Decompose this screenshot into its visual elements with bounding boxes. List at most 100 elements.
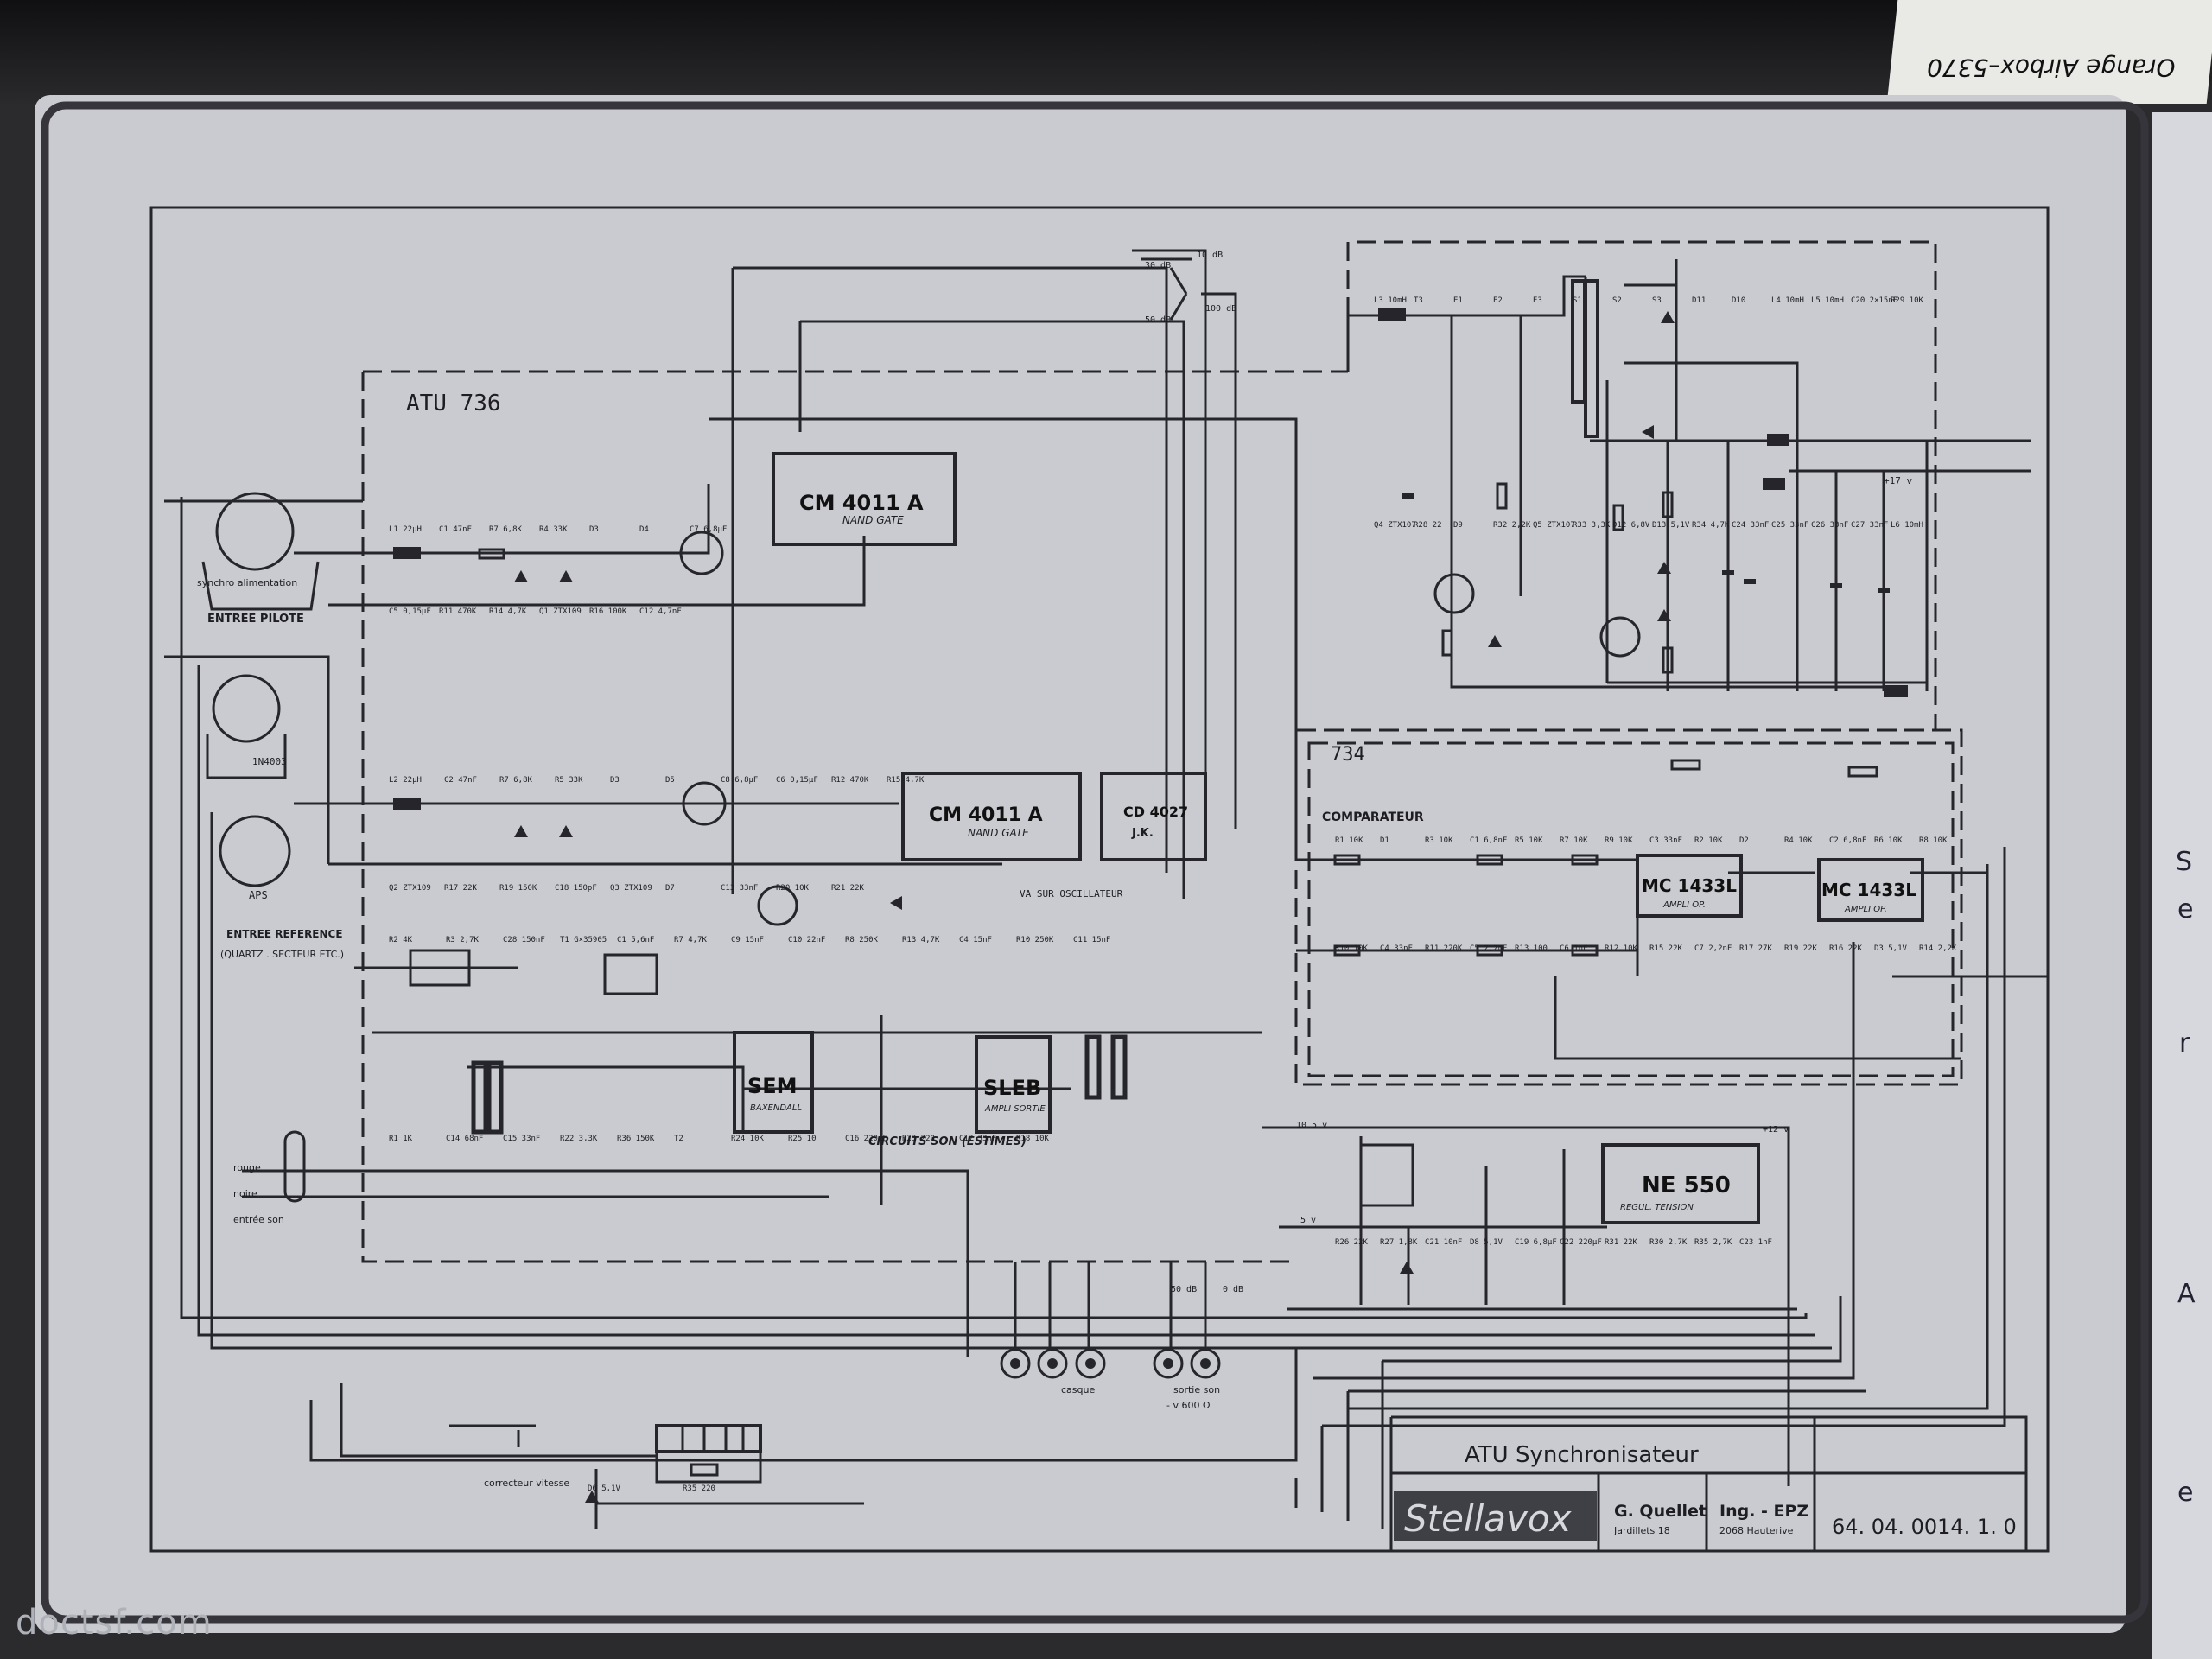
component-label: R17 22K — [444, 884, 478, 893]
component-label: R11 220K — [1425, 944, 1463, 953]
sheet-frame — [41, 101, 2149, 1624]
component-label: C14 68nF — [446, 1135, 483, 1143]
component-label: C16 220µF — [845, 1135, 887, 1143]
corrector-pot — [655, 1424, 762, 1453]
component-label: C1 47nF — [439, 525, 472, 534]
component-label: D8 5,1V — [1470, 1238, 1503, 1247]
ic-cm4011a-bottom — [901, 772, 1082, 861]
ic-mc1433-left-label: MC 1433L — [1642, 875, 1737, 896]
component-label: T2 — [674, 1135, 683, 1143]
component-label: D3 — [589, 525, 599, 534]
component-label: R10 250K — [1016, 936, 1054, 944]
synchro-alim: synchro alimentation — [197, 577, 297, 588]
component-label: C19 6,8µF — [1515, 1238, 1557, 1247]
component-label: R6 10K — [1874, 836, 1903, 845]
sw-100: 100 dB — [1205, 304, 1236, 314]
component-label: D13 5,1V — [1652, 521, 1690, 530]
component-label: R23 220 — [902, 1135, 935, 1143]
ic-sleb-label: SLEB — [983, 1076, 1041, 1100]
component-label: R27 1,8K — [1380, 1238, 1418, 1247]
va-oscillateur: VA SUR OSCILLATEUR — [1020, 888, 1123, 899]
bus-wire — [180, 497, 1866, 1462]
r2-r3-network — [409, 949, 471, 987]
component-label: D10 — [1732, 296, 1745, 305]
component-label: R5 10K — [1515, 836, 1543, 845]
ic-mc1433-left-sub: AMPLI OP. — [1662, 900, 1706, 910]
component-label: R7 4,7K — [674, 936, 708, 944]
component-label: R7 10K — [1560, 836, 1588, 845]
ic-cm4011a-bottom-label: CM 4011 A — [929, 804, 1043, 826]
zener-d6 — [585, 1491, 599, 1503]
transformer-t2-secondary — [1110, 1034, 1128, 1100]
component-label: L4 10mH — [1771, 296, 1804, 305]
jack-wire — [1014, 1262, 1207, 1348]
photo-dark-border — [0, 0, 2212, 104]
component-label: C7 2,2nF — [1694, 944, 1732, 953]
component-label: C3 33nF — [1649, 836, 1682, 845]
sw-bottom-50: 50 dB — [1171, 1285, 1197, 1294]
inductor-l2 — [393, 798, 421, 810]
c9-c10-network — [603, 953, 658, 995]
component-label: D5 — [665, 776, 675, 785]
component-label: R33 3,3K — [1573, 521, 1611, 530]
component-label: R8 10K — [1919, 836, 1948, 845]
noire-label: noire — [233, 1188, 257, 1199]
ic-cm4011a-top-label: CM 4011 A — [799, 491, 924, 515]
component-label: R20 10K — [776, 884, 810, 893]
component-label: R34 4,7K — [1692, 521, 1730, 530]
audio-wire — [242, 966, 1262, 1357]
ic-ne550-label: NE 550 — [1642, 1173, 1731, 1198]
ic-cd4027-sub: J.K. — [1131, 827, 1154, 840]
component-label: D3 5,1V — [1874, 944, 1908, 953]
component-label: Q2 ZTX109 — [389, 884, 431, 893]
component-label: R28 22 — [1414, 521, 1442, 530]
inductor-l5 — [1763, 478, 1785, 490]
role: Ing. - EPZ — [1719, 1502, 1808, 1521]
component-label: R19 22K — [1784, 944, 1818, 953]
sw-10: 10 dB — [1197, 251, 1223, 260]
component-label: R1 10K — [1335, 836, 1363, 845]
ic-cm4011a-bottom-sub: NAND GATE — [968, 827, 1029, 839]
reference-wire — [164, 655, 1002, 866]
component-label: E2 — [1493, 296, 1503, 305]
ic-cm4011a-top — [772, 452, 957, 546]
component-label: T1 G×35905 — [560, 936, 607, 944]
atu-label: ATU 736 — [406, 391, 501, 416]
casque-label: casque — [1061, 1384, 1095, 1395]
sub-label: 734 — [1331, 744, 1365, 766]
component-label: Q3 ZTX109 — [610, 884, 652, 893]
comparator-inner-region — [1307, 741, 1955, 1077]
component-label: C26 33nF — [1811, 521, 1848, 530]
component-label: C22 220µF — [1560, 1238, 1602, 1247]
component-label: D3 — [610, 776, 620, 785]
circuits-son: CIRCUITS SON (ESTIMES) — [868, 1135, 1027, 1148]
sortie-son-sub: - v 600 Ω — [1166, 1400, 1210, 1411]
title-block-title: ATU Synchronisateur — [1465, 1442, 1699, 1468]
component-label: L5 10mH — [1811, 296, 1844, 305]
d1-loop — [206, 734, 287, 779]
component-label: C2 47nF — [444, 776, 477, 785]
ic-sem-label: SEM — [747, 1074, 798, 1098]
component-label: R29 10K — [1891, 296, 1924, 305]
entree-son: entrée son — [233, 1214, 284, 1225]
component-label: R13 100 — [1515, 944, 1548, 953]
component-label: Q1 ZTX109 — [539, 607, 582, 616]
transistor-q2 — [682, 781, 727, 826]
corrector-pot-ticks — [681, 1427, 745, 1450]
sortie-son: sortie son — [1173, 1384, 1220, 1395]
component-label: C13 33nF — [721, 884, 758, 893]
component-label: R12 10K — [1605, 944, 1638, 953]
component-label: C6 1nF — [1560, 944, 1588, 953]
supply-wire — [1450, 259, 1927, 691]
db-selector-switch — [1141, 257, 1237, 830]
component-label: D9 — [1453, 521, 1463, 530]
resistor-r35 — [690, 1463, 719, 1477]
transistor-q3 — [757, 885, 798, 926]
din-connector-pilote — [215, 492, 295, 571]
drawing-number: 64. 04. 0014. 1. 0 — [1832, 1515, 2017, 1539]
component-label: D2 — [1739, 836, 1749, 845]
component-label: L3 10mH — [1374, 296, 1407, 305]
author: G. Quellet — [1614, 1502, 1707, 1521]
component-label: E3 — [1533, 296, 1542, 305]
inductor-l3 — [1378, 308, 1406, 321]
